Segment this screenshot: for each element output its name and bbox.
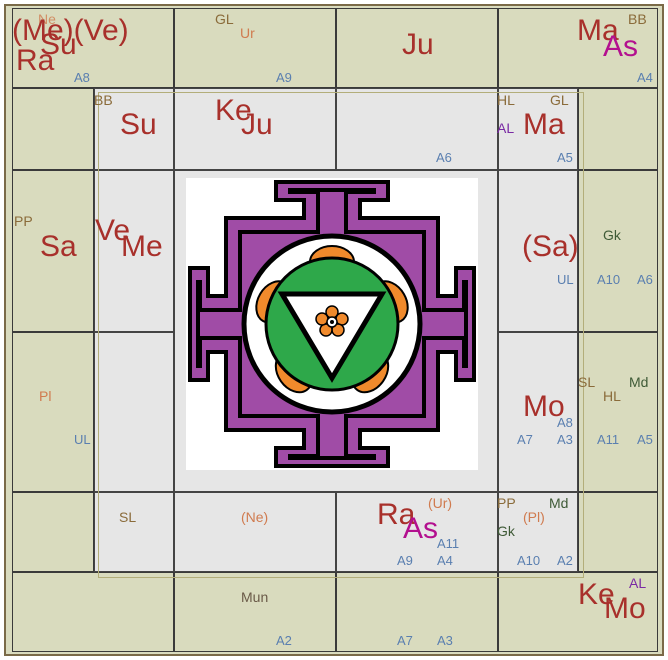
label-a7: A7 (517, 432, 533, 447)
yantra-image (186, 178, 478, 470)
label-a8-inner: A8 (557, 415, 573, 430)
label-a9: A9 (276, 70, 292, 85)
house-top-2[interactable] (174, 8, 336, 88)
inner-bottom-right[interactable] (498, 492, 578, 572)
house-left-3[interactable] (12, 332, 94, 492)
label-a2: A2 (276, 633, 292, 648)
inner-left-3[interactable] (94, 332, 174, 492)
label-hl-right: HL (603, 388, 621, 404)
label-ul: UL (557, 272, 574, 287)
label-a6-right: A6 (637, 272, 653, 287)
label-sl-inner: SL (119, 509, 137, 525)
inner-bottom-left[interactable] (94, 492, 174, 572)
inner-bottom-2[interactable] (174, 492, 336, 572)
label-a3: A3 (557, 432, 573, 447)
inner-top-left[interactable] (94, 88, 174, 170)
house-right-4[interactable] (578, 492, 658, 572)
label-pluto-retro: (Pl) (523, 509, 545, 525)
house-right-2[interactable] (578, 170, 658, 332)
house-top-left[interactable] (12, 8, 174, 88)
label-a11-inner: A11 (437, 536, 460, 551)
label-a3-bottom: A3 (437, 633, 453, 648)
label-al: AL (497, 120, 515, 136)
yantra-bindu-flower (315, 305, 349, 337)
yantra-triangle (277, 291, 387, 383)
label-a2-inner: A2 (557, 553, 573, 568)
label-a4-inner: A4 (437, 553, 453, 568)
label-mun: Mun (241, 589, 269, 605)
label-ketu: Ke (215, 94, 252, 127)
house-bottom-left[interactable] (12, 572, 174, 652)
inner-bottom-3[interactable] (336, 492, 498, 572)
label-uranus-retro: (Ur) (428, 495, 453, 511)
label-bb: BB (628, 11, 647, 27)
label-a6: A6 (436, 150, 452, 165)
yantra-gate-inner (196, 188, 468, 460)
label-mercury: Me (121, 230, 163, 263)
house-bottom-right[interactable] (498, 572, 658, 652)
house-left-4[interactable] (12, 492, 94, 572)
label-a10-inner: A10 (517, 553, 541, 568)
label-a4: A4 (637, 70, 653, 85)
label-gk-inner: Gk (497, 523, 515, 539)
label-a10: A10 (597, 272, 621, 287)
label-hl: HL (497, 92, 515, 108)
label-pluto: Pl (39, 388, 52, 404)
label-sl: SL (578, 374, 596, 390)
label-ascendant-inner: As (403, 512, 439, 545)
label-a8: A8 (74, 70, 90, 85)
label-al-bottom: AL (629, 575, 647, 591)
label-gk: Gk (603, 227, 621, 243)
house-bottom-3[interactable] (336, 572, 498, 652)
house-right-3[interactable] (578, 332, 658, 492)
inner-top-2[interactable] (174, 88, 336, 170)
label-sun: Su (40, 28, 77, 61)
house-right-1[interactable] (578, 88, 658, 170)
label-gl: GL (215, 11, 234, 27)
label-ascendant: As (603, 30, 639, 63)
house-top-right[interactable] (498, 8, 658, 88)
inner-right-2[interactable] (498, 170, 578, 332)
label-mars: Ma (577, 14, 619, 47)
label-gl-inner: GL (550, 92, 569, 108)
label-rahu-inner: Ra (377, 498, 416, 531)
label-saturn-retro: (Sa) (522, 230, 579, 263)
label-rahu: Ra (16, 44, 55, 77)
house-bottom-2[interactable] (174, 572, 336, 652)
label-bb-inner: BB (94, 92, 113, 108)
label-a5-right: A5 (637, 432, 653, 447)
inner-top-3[interactable] (336, 88, 498, 170)
chart-board (4, 4, 664, 656)
label-pp-inner: PP (497, 495, 516, 511)
label-a7-bottom: A7 (397, 633, 413, 648)
inner-top-right[interactable] (498, 88, 578, 170)
label-a5: A5 (557, 150, 573, 165)
house-left-1[interactable] (12, 88, 94, 170)
label-venus: Ve (95, 214, 131, 247)
label-jupiter-inner: Ju (241, 108, 273, 141)
label-jupiter: Ju (402, 28, 434, 61)
label-a9-inner: A9 (397, 553, 413, 568)
label-neptune-retro: (Ne) (241, 509, 269, 525)
label-moon: Mo (523, 390, 565, 423)
inner-left-2[interactable] (94, 170, 174, 332)
label-sun-inner: Su (120, 108, 157, 141)
label-moon-bottom: Mo (604, 592, 646, 625)
label-saturn: Sa (40, 230, 77, 263)
house-top-3[interactable] (336, 8, 498, 88)
house-left-2[interactable] (12, 170, 94, 332)
label-md: Md (629, 374, 649, 390)
label-mars-inner: Ma (523, 108, 565, 141)
label-pp: PP (14, 213, 33, 229)
label-ul-left: UL (74, 432, 91, 447)
label-md-inner: Md (549, 495, 569, 511)
inner-right-3[interactable] (498, 332, 578, 492)
label-ketu-bottom: Ke (578, 578, 615, 611)
label-mercury-venus: (Me)(Ve) (12, 14, 129, 47)
label-a11: A11 (597, 432, 620, 447)
label-neptune: Ne (38, 11, 56, 27)
label-uranus: Ur (240, 25, 255, 41)
